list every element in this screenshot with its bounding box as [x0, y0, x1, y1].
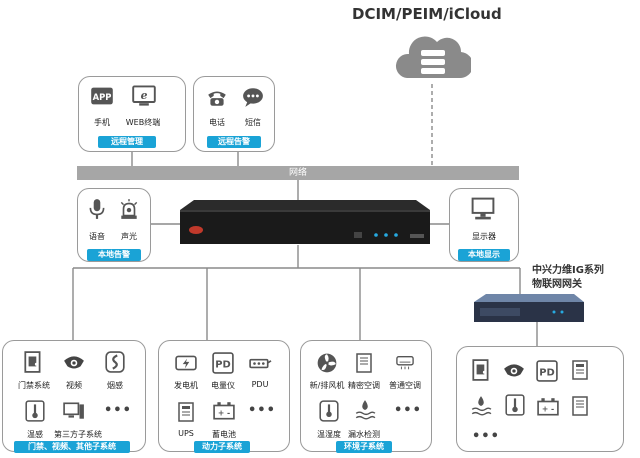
subsystem-item-label: 精密空调 [348, 381, 380, 390]
generator-icon [175, 355, 197, 371]
ups-icon [178, 402, 194, 422]
more-items-indicator: ••• [472, 429, 500, 444]
camera-icon [504, 364, 524, 377]
power-subsystem-box [158, 340, 290, 452]
subsystem-item-label: 温湿度 [317, 430, 341, 439]
door-access-icon [24, 351, 41, 373]
access-subsystem-caption: 门禁、视频、其他子系统 [14, 441, 130, 453]
power-meter-icon: PD [536, 360, 558, 382]
svg-text:+ -: + - [542, 404, 554, 413]
svg-text:PD: PD [215, 359, 230, 370]
more-items-indicator: ••• [104, 403, 132, 418]
gateway-devices-box [456, 346, 624, 452]
pdu-icon [249, 358, 272, 369]
local-alarm-caption: 本地告警 [87, 249, 141, 261]
local-display-caption: 本地显示 [458, 249, 510, 261]
more-items-indicator: ••• [394, 403, 422, 418]
alarm-light-icon [120, 199, 138, 219]
subsystem-item-label: 温感 [27, 430, 43, 439]
remote-alarm-label: 短信 [245, 118, 261, 127]
svg-text:e: e [141, 89, 148, 102]
central-monitoring-unit [180, 200, 430, 244]
ac-icon [396, 356, 414, 370]
power-subsystem-caption: 动力子系统 [194, 441, 250, 453]
subsystem-item-label: 第三方子系统 [54, 430, 102, 439]
thermometer-icon [505, 394, 525, 416]
remote-management-caption: 远程管理 [98, 136, 156, 148]
environment-subsystem-caption: 环境子系统 [336, 441, 392, 453]
battery-icon: + - [537, 398, 559, 416]
sms-icon [243, 88, 263, 107]
gateway-label-line2: 物联网网关 [532, 279, 582, 290]
network-bar: 网络 [77, 166, 519, 180]
subsystem-item-label: UPS [178, 429, 194, 438]
subsystem-item-label: 漏水检测 [348, 430, 380, 439]
gateway-label-line1: 中兴力维IG系列 [532, 265, 604, 276]
power-meter-icon: PD [212, 352, 234, 374]
remote-alarm-caption: 远程告警 [207, 136, 261, 148]
iot-gateway-device [474, 294, 584, 322]
camera-icon [64, 356, 84, 369]
remote-alarm-label: 电话 [209, 118, 225, 127]
thermometer-icon [25, 400, 45, 422]
subsystem-item-label: 电量仪 [211, 381, 235, 390]
door-access-icon [472, 359, 489, 381]
svg-text:+ -: + - [218, 408, 230, 417]
water-leak-icon [471, 396, 492, 416]
local-alarm-label: 语音 [89, 232, 105, 241]
remote-item-label: 手机 [94, 118, 110, 127]
more-items-indicator: ••• [248, 403, 276, 418]
cloud-server-icon [396, 36, 471, 79]
remote-item-label: WEB终端 [125, 118, 161, 127]
svg-text:PD: PD [539, 367, 554, 378]
temp-humidity-icon [319, 400, 339, 422]
local-alarm-label: 声光 [121, 232, 137, 241]
browser-icon: e [132, 85, 156, 106]
battery-icon: + - [213, 402, 235, 420]
microphone-icon [89, 199, 105, 219]
subsystem-item-label: PDU [251, 380, 269, 389]
local-display-label: 显示器 [472, 232, 496, 241]
water-leak-icon [355, 400, 376, 420]
precision-ac-icon [572, 396, 588, 416]
phone-icon [208, 91, 226, 106]
platform-title: DCIM/PEIM/iCloud [352, 5, 502, 23]
subsystem-item-label: 发电机 [174, 381, 198, 390]
fan-icon [317, 353, 337, 373]
precision-ac-icon [356, 353, 372, 373]
subsystem-item-label: 新/排风机 [309, 381, 345, 390]
subsystem-item-label: 蓄电池 [212, 430, 236, 439]
gateway-label: 中兴力维IG系列 物联网网关 [532, 264, 604, 292]
app-icon: APP [91, 87, 113, 105]
subsystem-item-label: 视频 [66, 381, 82, 390]
subsystem-item-label: 普通空调 [389, 381, 421, 390]
svg-text:APP: APP [93, 92, 112, 102]
subsystem-item-label: 门禁系统 [18, 381, 50, 390]
ups-icon [572, 360, 588, 380]
third-party-icon [63, 402, 84, 419]
smoke-detector-icon [105, 351, 125, 373]
monitor-icon [471, 197, 495, 220]
subsystem-item-label: 烟感 [107, 381, 123, 390]
